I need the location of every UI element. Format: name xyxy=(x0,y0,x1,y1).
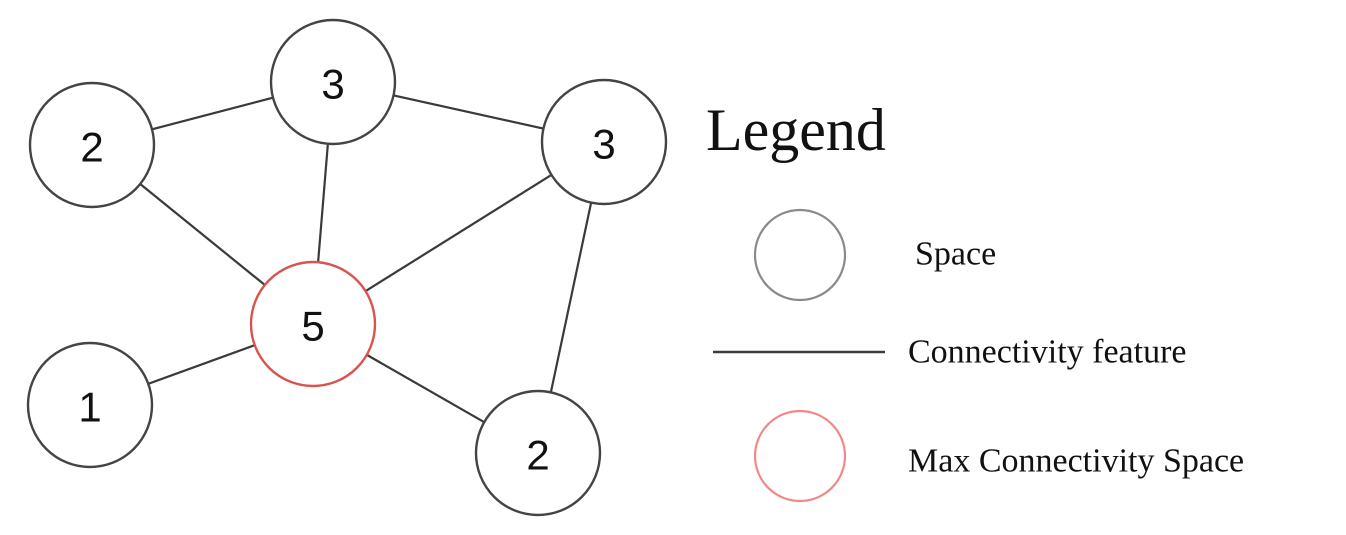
node-value-label: 3 xyxy=(321,61,344,108)
node-value-label: 2 xyxy=(80,124,103,171)
node-n2: 3 xyxy=(269,18,397,146)
node-value-label: 1 xyxy=(78,384,101,431)
max-connectivity-node-circle xyxy=(249,260,377,388)
node-n5: 1 xyxy=(26,341,154,469)
legend-space-symbol xyxy=(753,208,847,302)
legend-space-label: Space xyxy=(915,236,996,273)
space-node-circle xyxy=(474,389,602,517)
space-node-circle xyxy=(26,341,154,469)
node-n3: 3 xyxy=(540,78,668,206)
legend-max-label: Max Connectivity Space xyxy=(908,443,1244,480)
legend-title: Legend xyxy=(706,97,886,163)
node-n4: 5 xyxy=(249,260,377,388)
node-value-label: 3 xyxy=(592,121,615,168)
space-node-circle xyxy=(540,78,668,206)
legend-max-symbol xyxy=(753,409,847,503)
node-n6: 2 xyxy=(474,389,602,517)
node-n1: 2 xyxy=(28,81,156,209)
nodes-layer: 2 3 3 5 1 2 xyxy=(26,18,668,517)
node-value-label: 2 xyxy=(526,432,549,479)
legend-connectivity-label: Connectivity feature xyxy=(908,334,1187,371)
space-node-circle xyxy=(28,81,156,209)
node-value-label: 5 xyxy=(301,303,324,350)
space-node-circle xyxy=(269,18,397,146)
legend: Legend Space Connectivity feature Max Co… xyxy=(706,97,1244,503)
